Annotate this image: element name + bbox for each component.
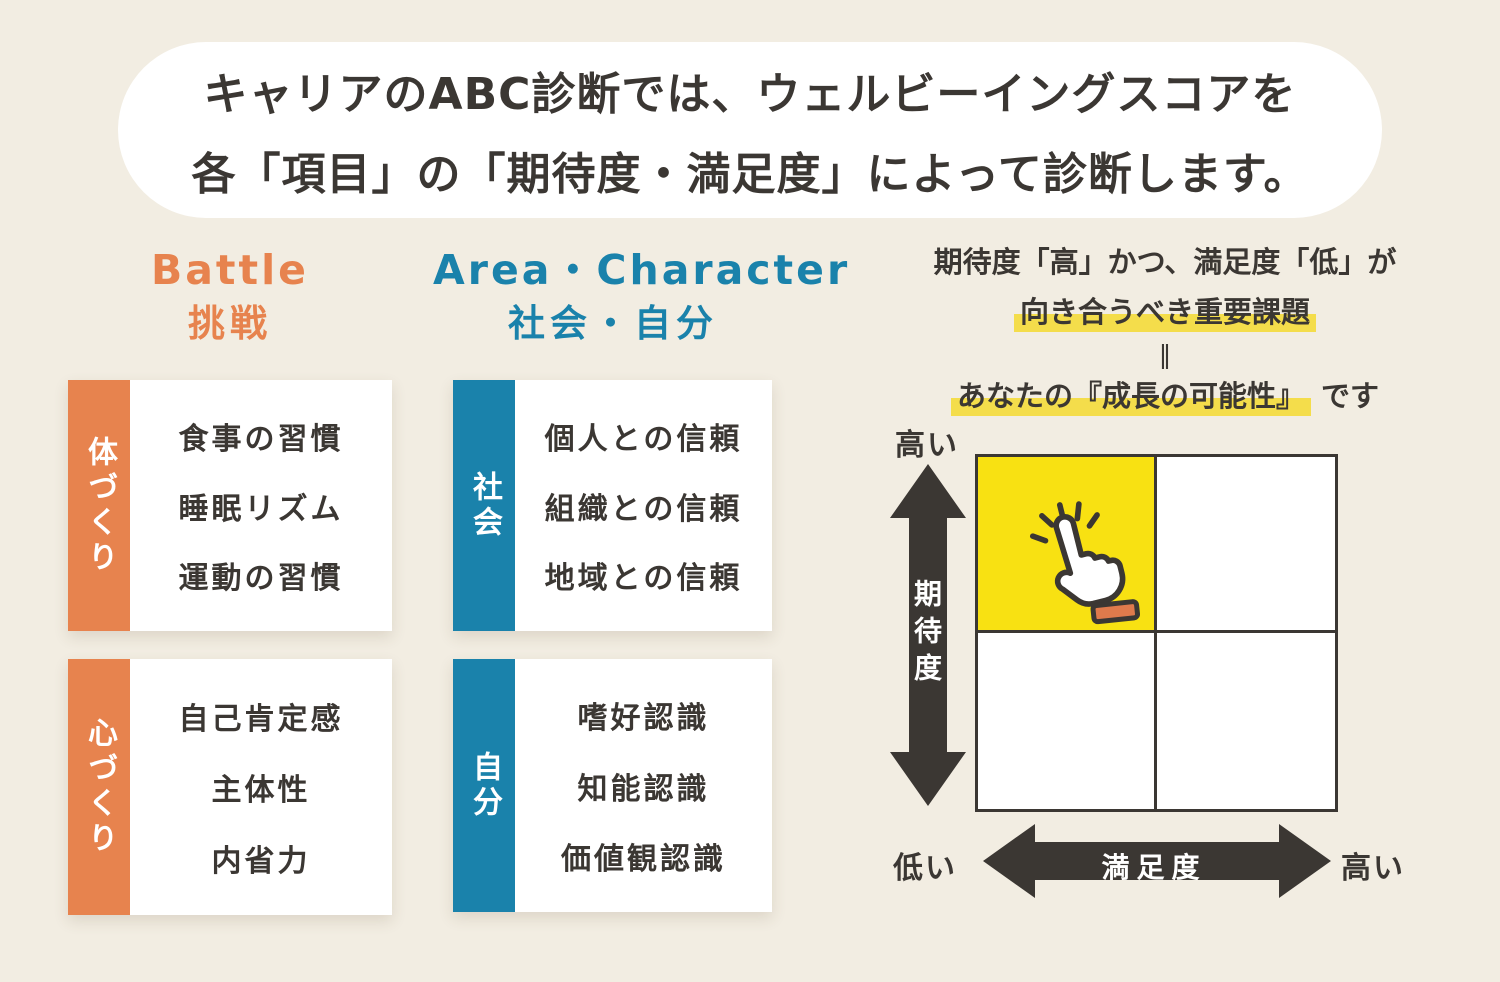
- card-items: 個人との信頼 組織との信頼 地域との信頼: [515, 380, 772, 631]
- list-item: 自己肯定感: [178, 702, 344, 737]
- satisfaction-high-label: 高い: [1341, 851, 1405, 886]
- list-item: 地域との信頼: [544, 561, 743, 597]
- area-character-header-en: Area・Character: [433, 246, 851, 294]
- card-society: 社会 個人との信頼 組織との信頼 地域との信頼: [453, 380, 772, 631]
- note-line-1: 期待度「高」かつ、満足度「低」が: [933, 245, 1397, 279]
- note-line-3-suffix: です: [1321, 379, 1380, 414]
- battle-column-header: Battle 挑戦: [68, 246, 392, 345]
- satisfaction-axis-label: 満足度: [1101, 851, 1207, 884]
- quadrant-low-expectation-low-satisfaction: [978, 633, 1157, 809]
- card-items: 食事の習慣 睡眠リズム 運動の習慣: [130, 380, 392, 631]
- expectation-high-label: 高い: [895, 428, 959, 463]
- card-side-label: 心づくり: [68, 659, 130, 915]
- card-self: 自分 嗜好認識 知能認識 価値観認識: [453, 659, 772, 912]
- matrix-note: 期待度「高」かつ、満足度「低」が 向き合うべき重要課題 ‖ あなたの『成長の可能…: [915, 245, 1415, 417]
- card-items: 自己肯定感 主体性 内省力: [130, 659, 392, 915]
- list-item: 内省力: [211, 844, 311, 879]
- card-items: 嗜好認識 知能認識 価値観認識: [515, 659, 772, 912]
- area-character-column-header: Area・Character 社会・自分: [433, 246, 851, 345]
- equals-symbol: ‖: [1158, 339, 1172, 369]
- click-hand-icon: [1029, 501, 1141, 625]
- quadrant-high-expectation-high-satisfaction: [1156, 457, 1335, 633]
- card-body-building: 体づくり 食事の習慣 睡眠リズム 運動の習慣: [68, 380, 392, 631]
- origin-low-label: 低い: [893, 851, 957, 886]
- list-item: 運動の習慣: [178, 561, 344, 597]
- title-banner: キャリアのABC診断では、ウェルビーイングスコアを 各「項目」の「期待度・満足度…: [118, 42, 1382, 218]
- expectation-axis-arrow-icon: [890, 464, 966, 806]
- quadrant-low-expectation-high-satisfaction: [1157, 633, 1336, 809]
- card-side-label: 社会: [453, 380, 515, 631]
- note-line-3-highlighted: あなたの『成長の可能性』: [950, 379, 1311, 417]
- list-item: 価値観認識: [561, 841, 726, 877]
- battle-header-ja: 挑戦: [188, 302, 272, 345]
- card-side-label: 自分: [453, 659, 515, 912]
- list-item: 食事の習慣: [178, 421, 344, 457]
- battle-header-en: Battle: [151, 246, 309, 294]
- card-mind-building: 心づくり 自己肯定感 主体性 内省力: [68, 659, 392, 915]
- title-line-1: キャリアのABC診断では、ウェルビーイングスコアを: [203, 69, 1297, 120]
- list-item: 嗜好認識: [577, 701, 710, 737]
- area-character-header-ja: 社会・自分: [508, 302, 718, 345]
- list-item: 知能認識: [577, 771, 710, 807]
- satisfaction-axis-arrow-icon: [983, 824, 1331, 898]
- expectation-axis-label: 期待度: [910, 579, 943, 690]
- expectation-satisfaction-matrix: [975, 454, 1338, 812]
- list-item: 組織との信頼: [544, 491, 743, 527]
- list-item: 個人との信頼: [544, 421, 743, 457]
- list-item: 主体性: [211, 773, 311, 808]
- title-line-2: 各「項目」の「期待度・満足度」によって診断します。: [191, 149, 1309, 200]
- card-side-label: 体づくり: [68, 380, 130, 631]
- note-line-2-highlighted: 向き合うべき重要課題: [1013, 295, 1316, 333]
- list-item: 睡眠リズム: [178, 491, 344, 527]
